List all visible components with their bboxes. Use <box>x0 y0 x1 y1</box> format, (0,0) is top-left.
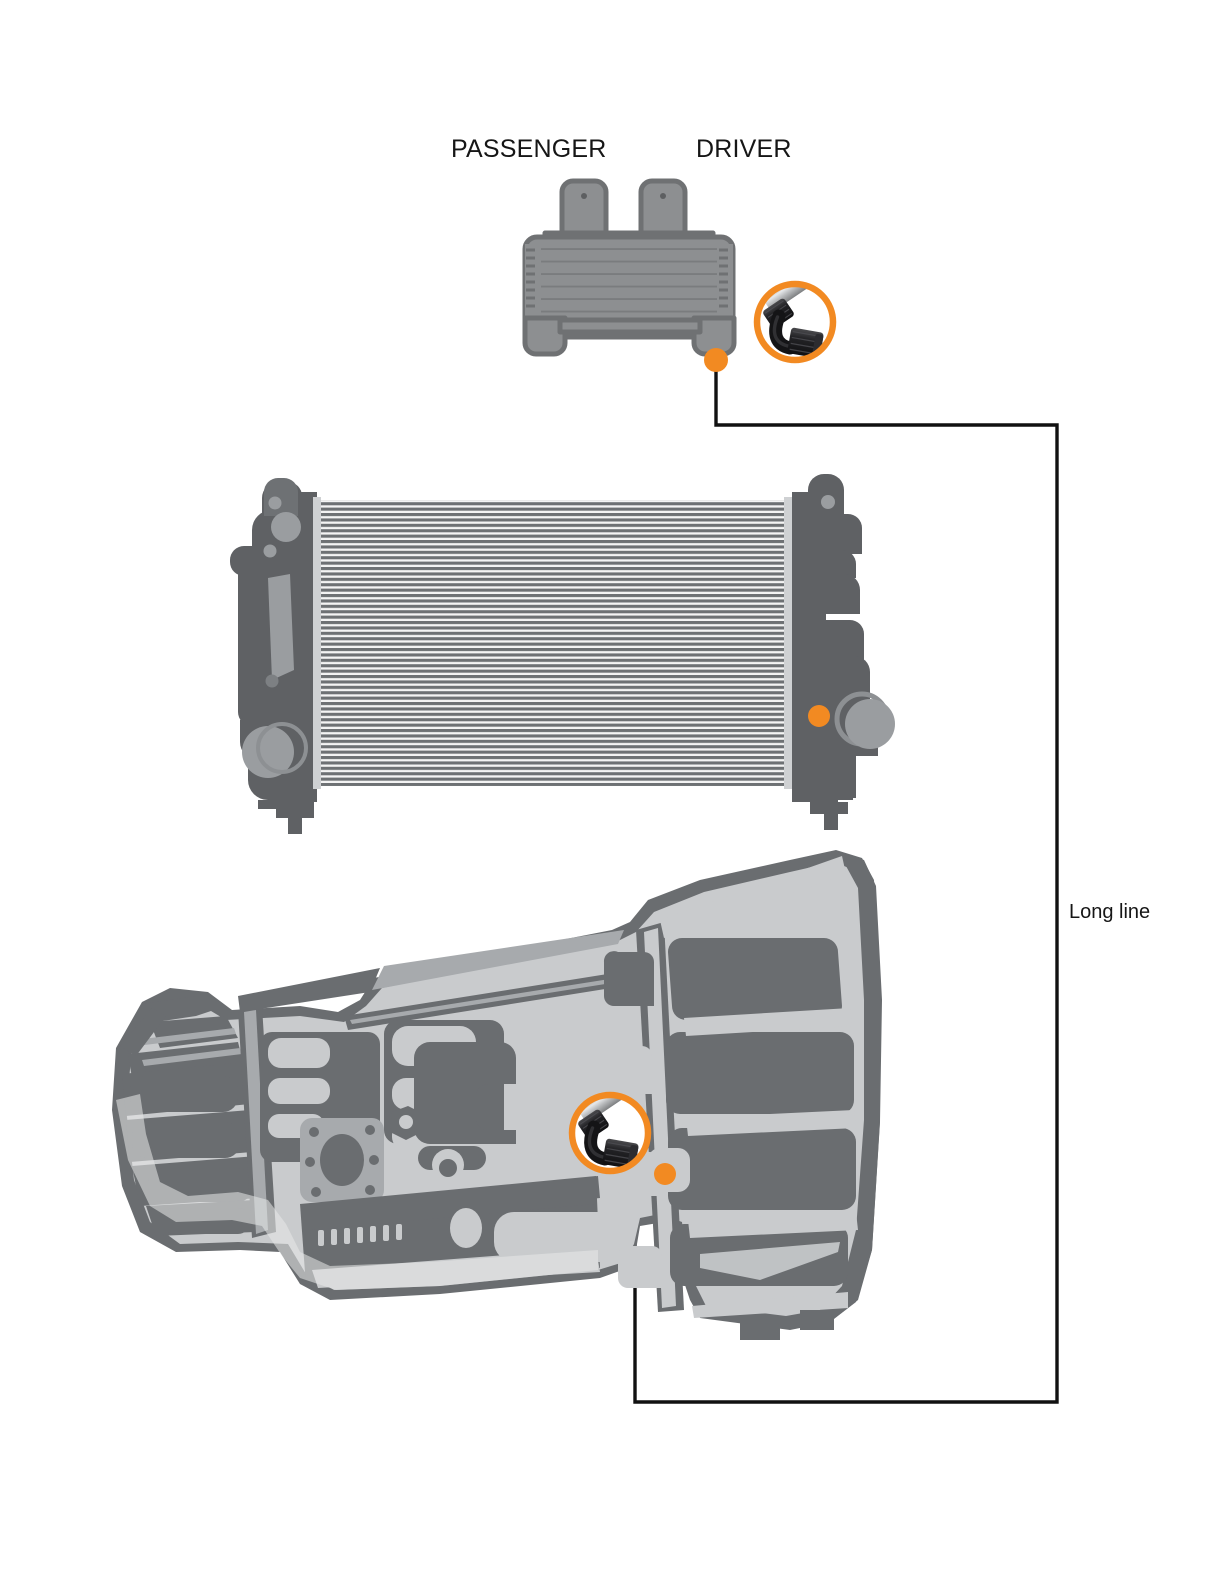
transmission-cooler-port-marker[interactable] <box>654 1163 676 1185</box>
label-long-line: Long line <box>1069 901 1151 923</box>
intercooler-right-tank <box>792 474 895 830</box>
cooler-left-tank <box>525 244 541 320</box>
pan-teeth <box>318 1224 402 1246</box>
intercooler-left-tank <box>230 478 317 834</box>
cooler-mount-hole-right <box>660 193 666 199</box>
cooler-leg-left <box>522 315 568 357</box>
callout-ring-1 <box>753 280 837 364</box>
intercooler-right-edge <box>784 497 792 789</box>
long-line-path <box>633 360 1059 1404</box>
label-passenger: PASSENGER <box>451 135 607 163</box>
intercooler-left-edge <box>313 497 321 789</box>
cooler-right-tank <box>717 244 733 320</box>
transmission-cooler <box>522 178 737 372</box>
callout-ring-2 <box>568 1091 652 1175</box>
long-line-leader <box>633 360 1059 1404</box>
transmission-rib-1-hl <box>244 1010 268 1234</box>
cooler-driver-port-marker[interactable] <box>704 348 728 372</box>
intercooler <box>230 474 895 834</box>
intercooler-core <box>321 500 784 786</box>
label-driver: DRIVER <box>696 135 792 163</box>
cooler-mount-hole-left <box>581 193 587 199</box>
transmission-foreground-overlay <box>116 1094 598 1290</box>
cooler-bottom-bar <box>557 317 703 335</box>
an-fitting-callout-transmission[interactable] <box>568 1083 652 1175</box>
transmission-bell-housing <box>603 852 882 1340</box>
transmission <box>112 850 882 1340</box>
an-fitting-callout-cooler[interactable] <box>753 272 837 364</box>
intercooler-driver-port-marker[interactable] <box>808 705 830 727</box>
